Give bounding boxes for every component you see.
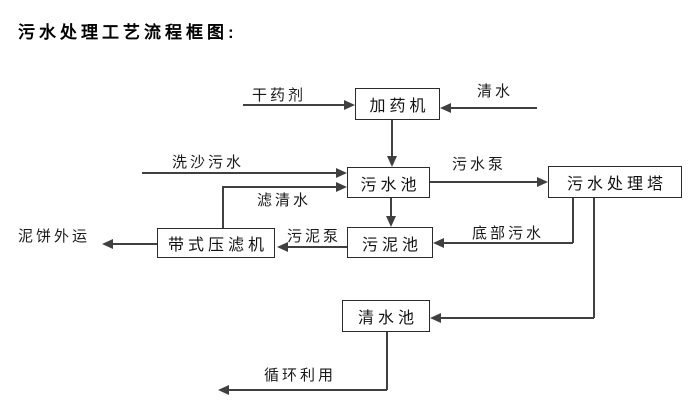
edge-label-filtered-clear-water: 滤清水 [257,192,312,209]
node-clean-water-pool: 清水池 [342,300,430,332]
connector-recycling-vertical [386,332,388,390]
connector-bottom-sewage-vertical [572,198,574,243]
edge-label-sewage-pump: 污水泵 [452,156,507,173]
connector-sewage-pool-to-sludge-pool [390,198,392,218]
connector-dry-chemical [243,104,344,106]
arrowhead-sand-washing-sewage-icon [336,168,347,178]
arrowhead-sewage-pool-to-sludge-pool-icon [386,216,396,227]
connector-bottom-sewage-horizontal [444,242,573,244]
arrowhead-recycling-icon [218,385,229,395]
connector-sewage-pump [430,181,537,183]
connector-mud-cake [113,243,157,245]
edge-label-bottom-sewage: 底部污水 [472,225,545,242]
connector-tower-to-clean-pool-vertical [593,198,595,318]
arrowhead-dry-chemical-icon [344,100,355,110]
connector-filtered-water-vertical [222,186,224,228]
connector-dosing-to-sewage-pool [391,120,393,157]
node-sewage-treatment-tower: 污水处理塔 [548,166,682,198]
connector-clean-water [451,107,537,109]
edge-label-sludge-pump: 污泥泵 [287,228,342,245]
arrowhead-mud-cake-icon [102,239,113,249]
connector-sand-washing-sewage [142,172,336,174]
arrowhead-sewage-pump-icon [537,177,548,187]
connector-filtered-water-horizontal [222,186,336,188]
edge-label-dry-chemical: 干药剂 [252,87,307,104]
node-sludge-pool: 污泥池 [347,227,433,258]
node-dosing-machine: 加药机 [355,88,440,120]
edge-label-mud-cake-transport: 泥饼外运 [18,228,91,245]
connector-sludge-pump [288,246,347,248]
arrowhead-tower-to-clean-pool-icon [430,313,441,323]
node-belt-filter-press: 带式压滤机 [157,228,275,258]
arrowhead-bottom-sewage-icon [433,238,444,248]
arrowhead-dosing-to-sewage-pool-icon [387,156,397,167]
arrowhead-sludge-pump-icon [277,242,288,252]
connector-tower-to-clean-pool-horizontal [441,317,594,319]
arrowhead-filtered-water-icon [336,182,347,192]
edge-label-recycling-use: 循环利用 [264,367,337,384]
node-sewage-pool: 污水池 [347,167,430,198]
edge-label-clean-water: 清水 [477,83,514,100]
edge-label-sand-washing-sewage: 洗沙污水 [172,154,245,171]
arrowhead-clean-water-icon [440,103,451,113]
page-title: 污水处理工艺流程框图: [18,23,238,42]
connector-recycling-horizontal [229,389,387,391]
